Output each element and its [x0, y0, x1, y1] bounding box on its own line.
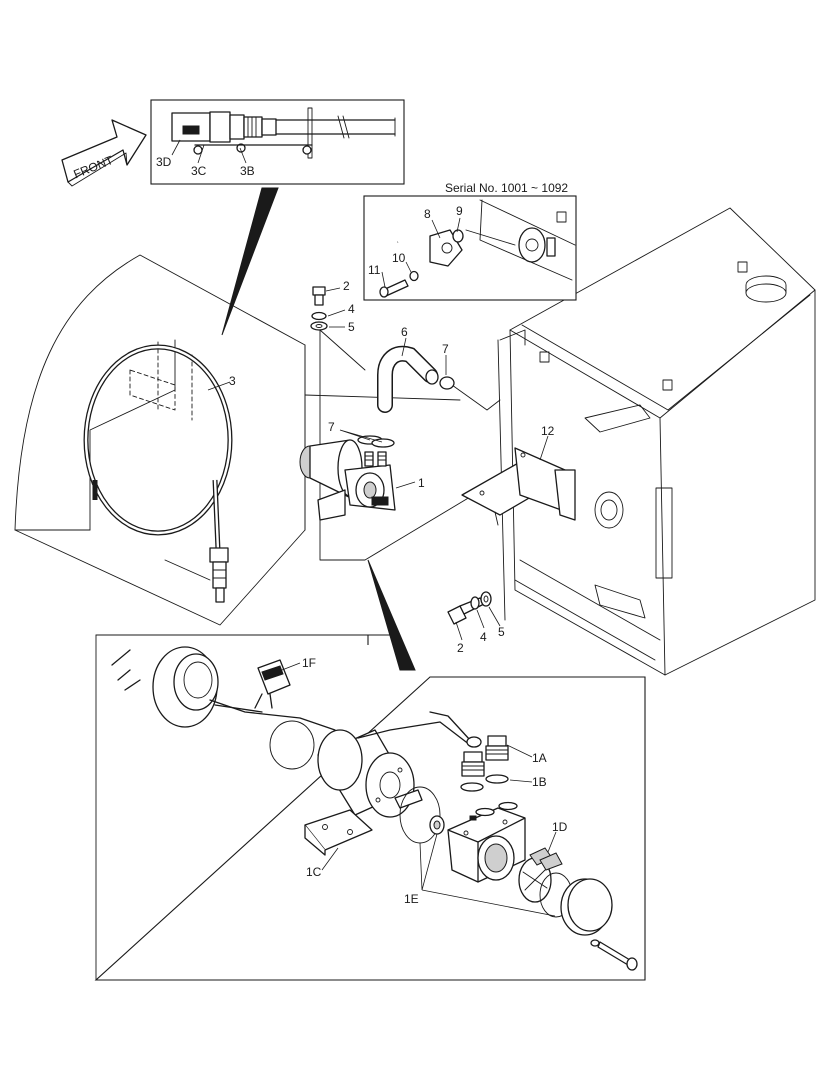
callout-7-lower: 7	[328, 420, 335, 434]
bolt-washer-set-upper	[310, 286, 328, 331]
suction-hose	[377, 345, 455, 413]
callout-7-upper: 7	[442, 342, 449, 356]
pump-mount-bracket	[461, 447, 576, 526]
callout-1B: 1B	[532, 775, 547, 789]
front-direction-arrow: FRONT	[61, 119, 147, 187]
callout-10: 10	[392, 251, 406, 265]
inset-pump-exploded	[94, 634, 646, 981]
hose-link-line	[444, 379, 501, 411]
serial-number-note: Serial No. 1001 ~ 1092	[445, 181, 568, 195]
callout-5-upper: 5	[348, 320, 355, 334]
callout-1F: 1F	[302, 656, 316, 670]
callout-9: 9	[456, 204, 463, 218]
inset-hose-coupling	[150, 99, 405, 185]
drain-hose-coil	[83, 344, 233, 603]
leader-lines	[171, 139, 557, 917]
callout-3: 3	[229, 374, 236, 388]
callout-2-upper: 2	[343, 279, 350, 293]
callout-11: 11	[368, 263, 381, 277]
inset-serial-variant	[363, 195, 577, 301]
callout-1A: 1A	[532, 751, 547, 765]
callout-5-lower: 5	[498, 625, 505, 639]
cab-panel-outline	[14, 254, 306, 626]
callout-12: 12	[541, 424, 555, 438]
bolt-washer-set-lower	[447, 591, 492, 625]
callout-3D: 3D	[156, 155, 172, 169]
callout-3C: 3C	[191, 164, 207, 178]
callout-3B: 3B	[240, 164, 255, 178]
callout-8: 8	[424, 207, 431, 221]
callout-4-upper: 4	[348, 302, 355, 316]
callout-1E: 1E	[404, 892, 419, 906]
fuel-pump-assembly	[299, 435, 396, 521]
callout-6: 6	[401, 325, 408, 339]
callout-1C: 1C	[306, 865, 322, 879]
inset-pointer-top	[221, 187, 279, 336]
callout-1D: 1D	[552, 820, 568, 834]
callout-2-lower: 2	[457, 641, 464, 655]
callout-1: 1	[418, 476, 425, 490]
callout-4-lower: 4	[480, 630, 487, 644]
inset-pointer-bottom	[367, 559, 416, 671]
